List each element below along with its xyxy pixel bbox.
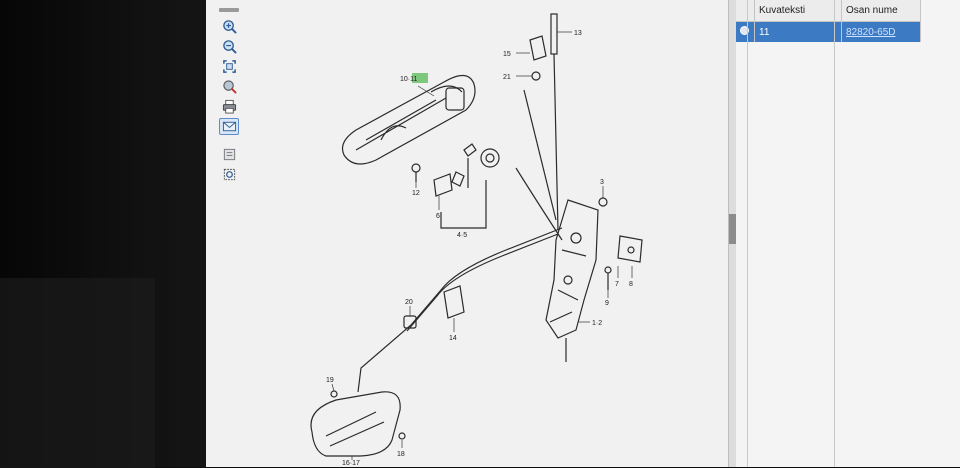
callout-21[interactable]: 21: [503, 74, 511, 81]
fit-to-window-icon[interactable]: [219, 58, 239, 75]
table-row[interactable]: 11 82820-65D: [736, 21, 921, 42]
zoom-in-icon[interactable]: [219, 18, 239, 35]
scrollbar-thumb[interactable]: [729, 214, 736, 244]
callout-3[interactable]: 3: [600, 179, 604, 186]
part-number-link[interactable]: 82820-65D: [846, 26, 896, 38]
inner-handle: [310, 391, 401, 457]
callout-6[interactable]: 6: [436, 213, 440, 220]
callout-12[interactable]: 12: [412, 190, 420, 197]
callout-7[interactable]: 7: [615, 281, 619, 288]
callout-18[interactable]: 18: [397, 451, 405, 458]
bezel-shadow: [0, 278, 155, 468]
screen: 13 15 21 10·11 12 6 4·5 3 7 8 9 1·2 20 1…: [206, 0, 960, 467]
monitor-bezel: [0, 0, 230, 468]
column-header-part-number[interactable]: Osan nume: [841, 0, 921, 22]
row-status-cell[interactable]: [736, 21, 755, 42]
column-header-icon[interactable]: [736, 0, 755, 22]
callout-16-17[interactable]: 16·17: [342, 460, 360, 467]
table-header-row: Kuvateksti Osan nume: [736, 0, 921, 22]
callout-1-2[interactable]: 1·2: [592, 320, 602, 327]
panel-scrollbar[interactable]: [728, 0, 736, 467]
parts-table: Kuvateksti Osan nume 11 82820-65D: [736, 0, 921, 42]
row-status-icon: [740, 26, 749, 35]
zoom-out-icon[interactable]: [219, 38, 239, 55]
print-icon[interactable]: [219, 98, 239, 115]
callout-10-11[interactable]: 10·11: [400, 76, 417, 83]
callout-8[interactable]: 8: [629, 281, 633, 288]
export-icon[interactable]: [219, 146, 239, 163]
column-divider: [747, 0, 748, 467]
toolbar-grip[interactable]: [219, 8, 239, 12]
column-divider: [834, 0, 835, 467]
callout-19[interactable]: 19: [326, 377, 334, 384]
viewer-toolbar: [218, 8, 240, 183]
callout-14[interactable]: 14: [449, 335, 457, 342]
part-number-cell[interactable]: 82820-65D: [841, 21, 921, 42]
outer-handle: [341, 74, 476, 165]
callout-15[interactable]: 15: [503, 51, 511, 58]
callout-4-5[interactable]: 4·5: [457, 232, 467, 239]
callout-highlight: [412, 73, 428, 83]
zoom-area-icon[interactable]: [219, 166, 239, 183]
callout-13[interactable]: 13: [574, 30, 582, 37]
clear-highlight-icon[interactable]: [219, 78, 239, 95]
email-icon[interactable]: [219, 118, 239, 135]
column-header-caption[interactable]: Kuvateksti: [754, 0, 842, 22]
caption-cell[interactable]: 11: [754, 21, 842, 42]
callout-9[interactable]: 9: [605, 300, 609, 307]
drawing-panel[interactable]: 13 15 21 10·11 12 6 4·5 3 7 8 9 1·2 20 1…: [206, 0, 729, 467]
parts-list-panel: Kuvateksti Osan nume 11 82820-65D: [736, 0, 960, 467]
parts-diagram[interactable]: 13 15 21 10·11 12 6 4·5 3 7 8 9 1·2 20 1…: [206, 0, 728, 467]
callout-20[interactable]: 20: [405, 299, 413, 306]
